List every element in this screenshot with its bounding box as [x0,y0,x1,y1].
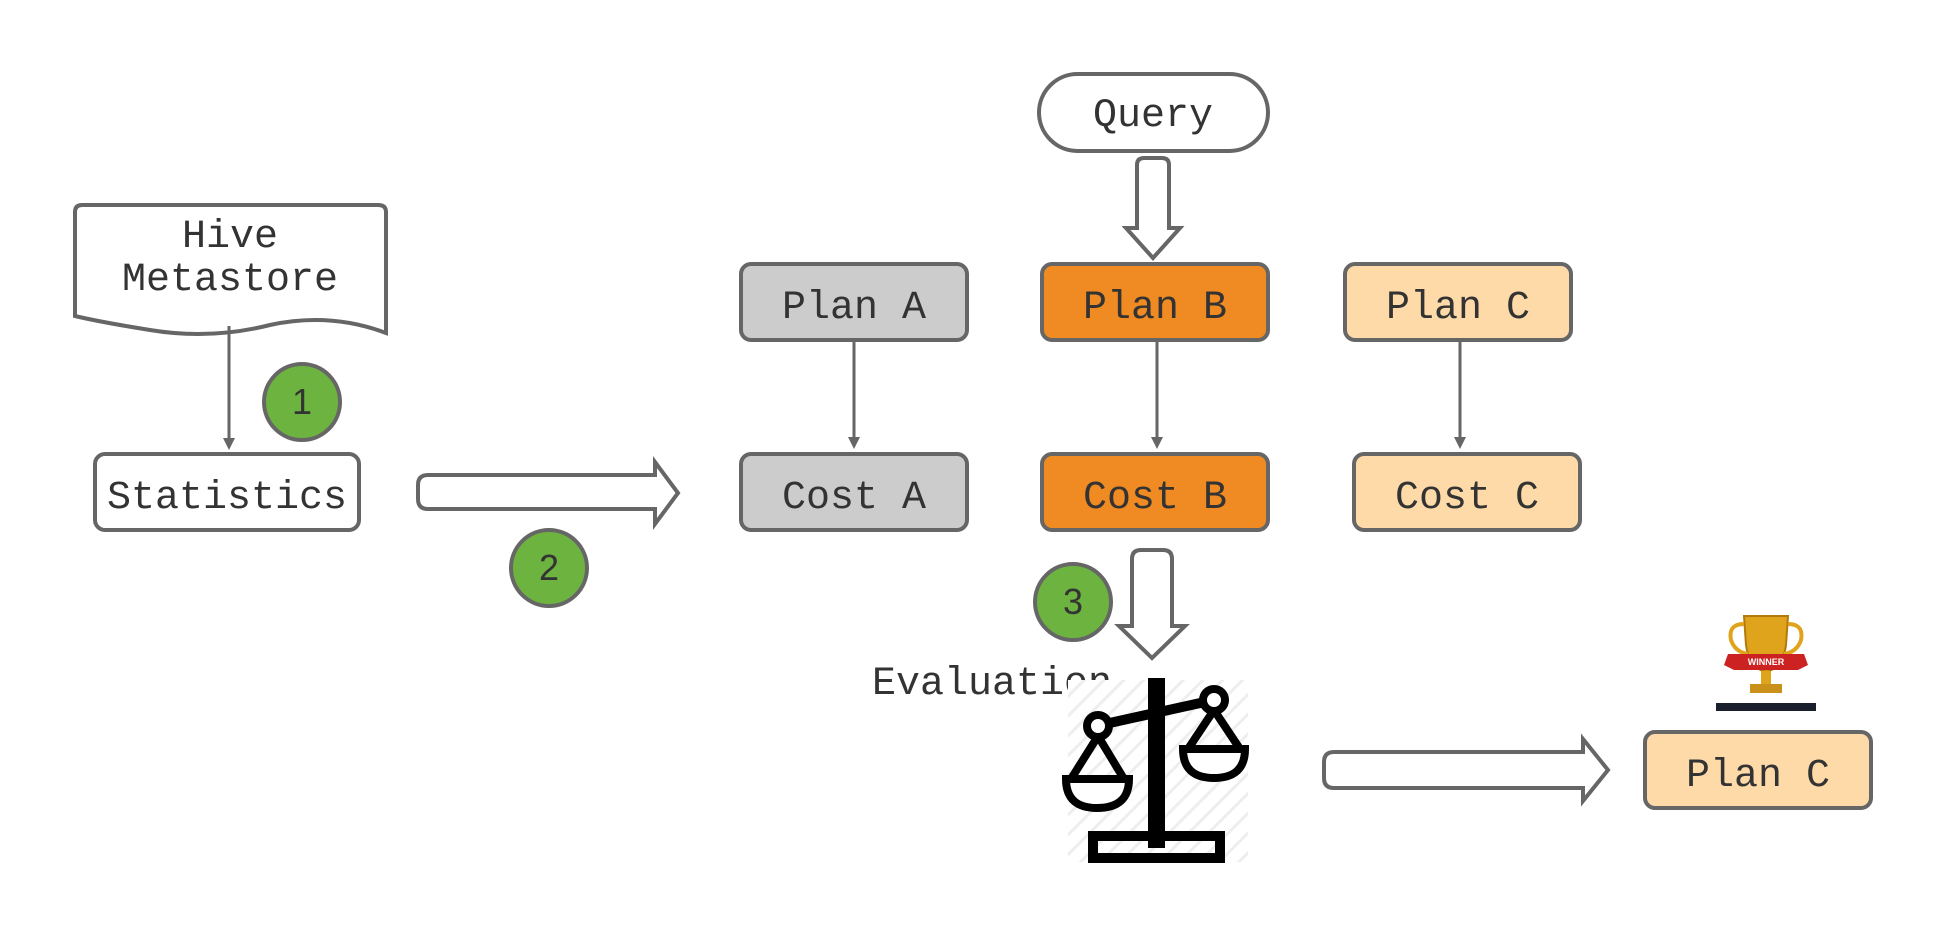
cost-c-label: Cost C [1395,476,1539,521]
arrow-statistics-to-plans [416,455,681,531]
winner-plan-c-label: Plan C [1686,754,1830,799]
cost-a-label: Cost A [782,476,926,521]
query-label: Query [1093,94,1213,139]
hive-metastore-label-line1: Hive [182,215,278,260]
plan-c-label: Plan C [1386,286,1530,331]
cost-b-label: Cost B [1083,476,1227,521]
winner-plan-c-node: Plan C [1643,730,1873,810]
arrow-cost-b-to-evaluation [1114,548,1190,661]
plan-c-node: Plan C [1343,262,1573,342]
winner-trophy-icon: WINNER [1716,615,1816,711]
step-number-3: 3 [1063,581,1083,622]
statistics-label: Statistics [107,476,347,521]
step-badge-3: 3 [1033,562,1113,642]
plan-b-node: Plan B [1040,262,1270,342]
cost-b-node: Cost B [1040,452,1270,532]
arrow-query-to-plan-b [1121,156,1185,261]
plan-a-label: Plan A [782,286,926,331]
step-number-1: 1 [292,381,312,422]
hive-metastore-label-line2: Metastore [122,258,338,303]
step-number-2: 2 [539,547,559,588]
trophy-ribbon-text: WINNER [1748,657,1785,667]
step-badge-1: 1 [262,362,342,442]
step-badge-2: 2 [509,528,589,608]
plan-a-node: Plan A [739,262,969,342]
query-node: Query [1037,72,1270,153]
cost-c-node: Cost C [1352,452,1582,532]
statistics-node: Statistics [93,452,361,532]
cost-a-node: Cost A [739,452,969,532]
balance-scale-icon [1061,678,1250,863]
arrow-evaluation-to-winner [1322,733,1611,807]
hive-metastore-node: Hive Metastore [73,203,388,336]
plan-b-label: Plan B [1083,286,1227,331]
